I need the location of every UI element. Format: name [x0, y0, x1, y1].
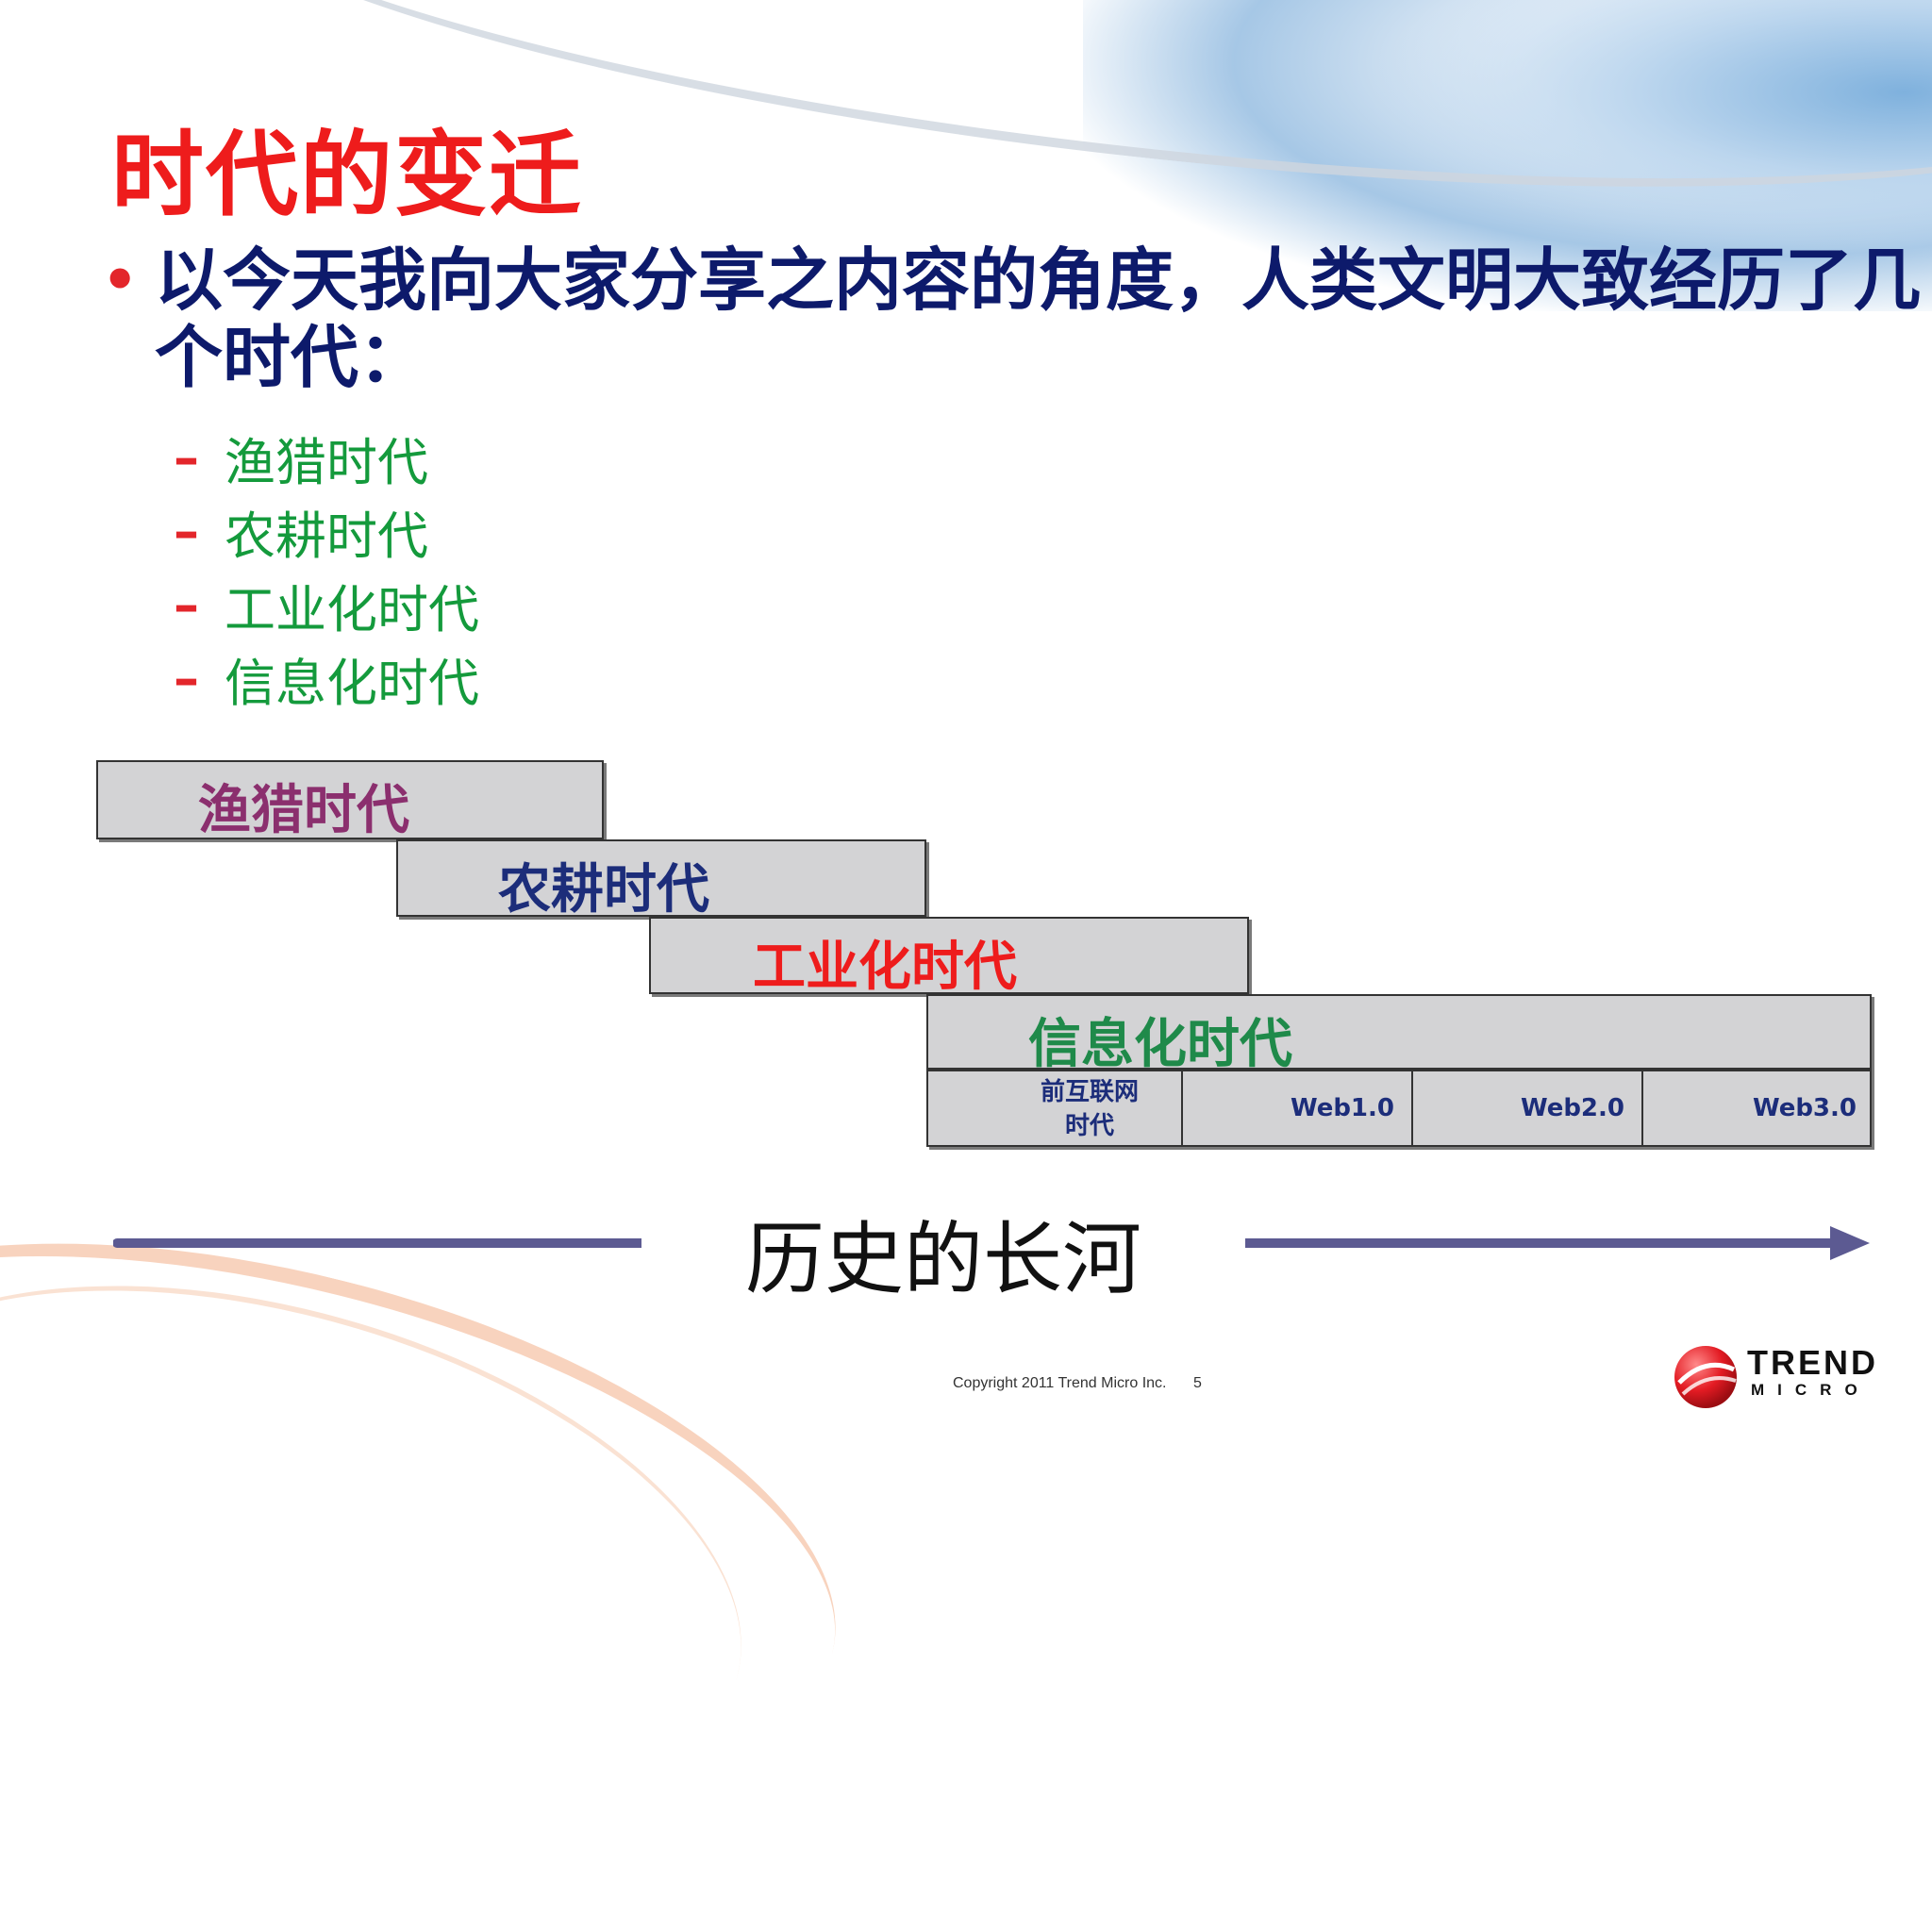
era-box-information: 信息化时代 [926, 994, 1872, 1075]
era-label-hunting: 渔猎时代 [198, 780, 409, 841]
sub-item-label: 渔猎时代 [225, 432, 428, 492]
phase-label-web1: Web1.0 [1290, 1094, 1394, 1122]
era-label-information: 信息化时代 [1028, 1014, 1292, 1075]
phase-label-web3: Web3.0 [1752, 1094, 1857, 1122]
era-box-industrial: 工业化时代 [649, 917, 1249, 998]
sub-item-label: 工业化时代 [225, 579, 479, 639]
bullet-marker: • [102, 247, 139, 313]
phase-cell-web2: Web2.0 [1413, 1071, 1643, 1145]
era-box-hunting: 渔猎时代 [96, 760, 604, 841]
phase-cell-web1: Web1.0 [1183, 1071, 1413, 1145]
page-number: 5 [1192, 1375, 1202, 1391]
era-label-farming: 农耕时代 [498, 859, 709, 921]
logo-text-trend: TREND [1747, 1343, 1878, 1382]
era-label-industrial: 工业化时代 [753, 937, 1017, 998]
main-bullet: • 以今天我向大家分享之内容的角度，人类文明大致经历了几个时代： [102, 241, 1921, 396]
dash-marker: – [174, 648, 199, 708]
timeline-label: 历史的长河 [641, 1196, 1245, 1305]
phase-cell-pre-internet: 前互联网 时代 [928, 1071, 1183, 1145]
sub-item-information: – 信息化时代 [174, 641, 479, 715]
logo-text-micro: MICRO [1751, 1381, 1871, 1399]
phase-cell-web3: Web3.0 [1643, 1071, 1874, 1145]
phase-label-pre-internet: 前互联网 时代 [1040, 1078, 1139, 1140]
dash-marker: – [174, 574, 199, 635]
dash-marker: – [174, 501, 199, 561]
arrow-head-icon [1830, 1226, 1870, 1260]
sub-item-farming: – 农耕时代 [174, 494, 479, 568]
main-bullet-text: 以今天我向大家分享之内容的角度，人类文明大致经历了几个时代： [155, 241, 1922, 397]
sky-background-overlay [1366, 0, 1932, 264]
sub-item-hunting: – 渔猎时代 [174, 421, 479, 494]
footer: Copyright 2011 Trend Micro Inc. 5 [953, 1375, 1202, 1392]
sub-item-label: 信息化时代 [225, 653, 479, 713]
slide-title: 时代的变迁 [111, 121, 584, 229]
sub-item-industrial: – 工业化时代 [174, 568, 479, 641]
era-sublist: – 渔猎时代 – 农耕时代 – 工业化时代 – 信息化时代 [174, 421, 479, 715]
copyright-text: Copyright 2011 Trend Micro Inc. [953, 1375, 1167, 1391]
trend-micro-logo: TREND MICRO [1670, 1337, 1877, 1413]
phase-label-web2: Web2.0 [1520, 1094, 1624, 1122]
sub-item-label: 农耕时代 [225, 506, 428, 566]
logo-ball-icon [1674, 1346, 1737, 1408]
dash-marker: – [174, 427, 199, 488]
era-box-farming: 农耕时代 [396, 839, 926, 921]
info-phase-row: 前互联网 时代 Web1.0 Web2.0 Web3.0 [926, 1070, 1872, 1147]
